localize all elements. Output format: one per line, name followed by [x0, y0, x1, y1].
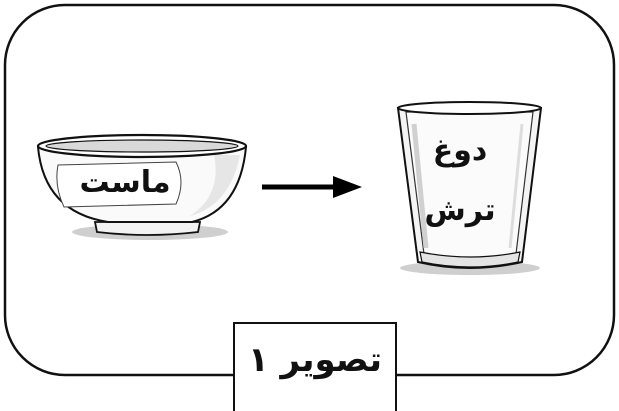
- glass-label-line2: ترش: [424, 193, 496, 228]
- caption-box: [233, 322, 397, 411]
- glass-label-line1: دوغ: [432, 133, 488, 168]
- bowl-icon: [36, 133, 248, 240]
- arrow-right-icon: [262, 176, 362, 198]
- figure-caption: تصویر ۱: [247, 340, 383, 380]
- bowl-label: ماست: [79, 165, 171, 200]
- glass-icon: [396, 101, 543, 275]
